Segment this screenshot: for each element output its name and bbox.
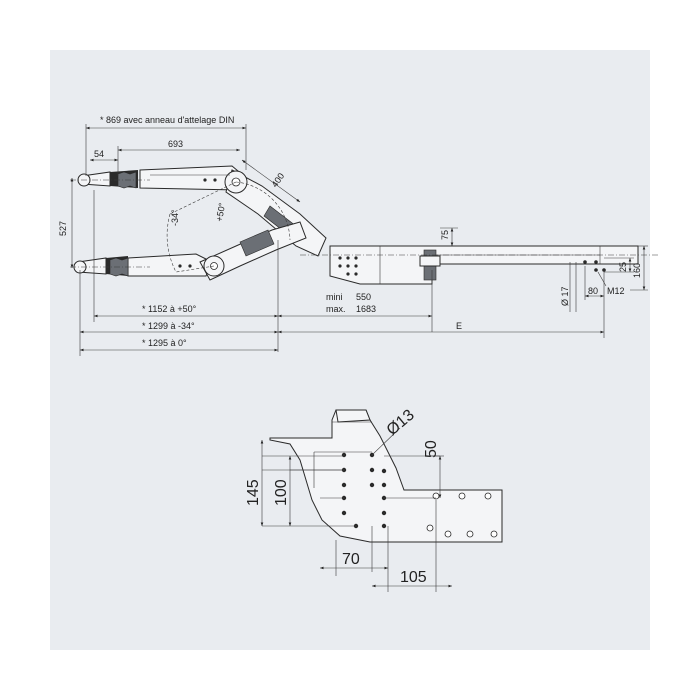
dim-m12: M12 (607, 286, 625, 296)
angle-minus34: -34° (170, 209, 180, 226)
arm-position-lower (73, 221, 307, 281)
dim-100: 100 (273, 479, 290, 506)
hole-pattern (341, 452, 498, 538)
dim-E: E (456, 321, 462, 331)
dim-70: 70 (342, 551, 360, 568)
dim-25: 25 (618, 262, 628, 272)
mini-label: mini (326, 292, 343, 302)
detail-view: Ø13 50 145 100 70 105 (245, 407, 503, 592)
dim-50: 50 (423, 440, 440, 458)
angle-plus50: +50° (214, 202, 227, 223)
dim-693: 693 (168, 139, 183, 149)
dim-105: 105 (400, 569, 427, 586)
drawbar-profile (329, 245, 639, 285)
dim-145: 145 (245, 479, 262, 506)
max-label: max. (326, 304, 346, 314)
dim-1152: * 1152 à +50° (142, 304, 197, 314)
dim-527: 527 (58, 221, 68, 236)
mini-value: 550 (356, 292, 371, 302)
dim-75: 75 (440, 230, 450, 240)
dim-d17: Ø 17 (560, 286, 570, 306)
top-view: * 869 avec anneau d'attelage DIN 693 54 … (58, 115, 660, 356)
dim-54: 54 (94, 149, 104, 159)
dim-d13: Ø13 (384, 407, 418, 440)
dim-400: 400 (269, 171, 286, 189)
dim-80: 80 (588, 286, 598, 296)
note-869: * 869 avec anneau d'attelage DIN (100, 115, 234, 125)
dim-160: 160 (632, 263, 642, 278)
dim-1295: * 1295 à 0° (142, 338, 187, 348)
dim-1299: * 1299 à -34° (142, 321, 195, 331)
max-value: 1683 (356, 304, 376, 314)
